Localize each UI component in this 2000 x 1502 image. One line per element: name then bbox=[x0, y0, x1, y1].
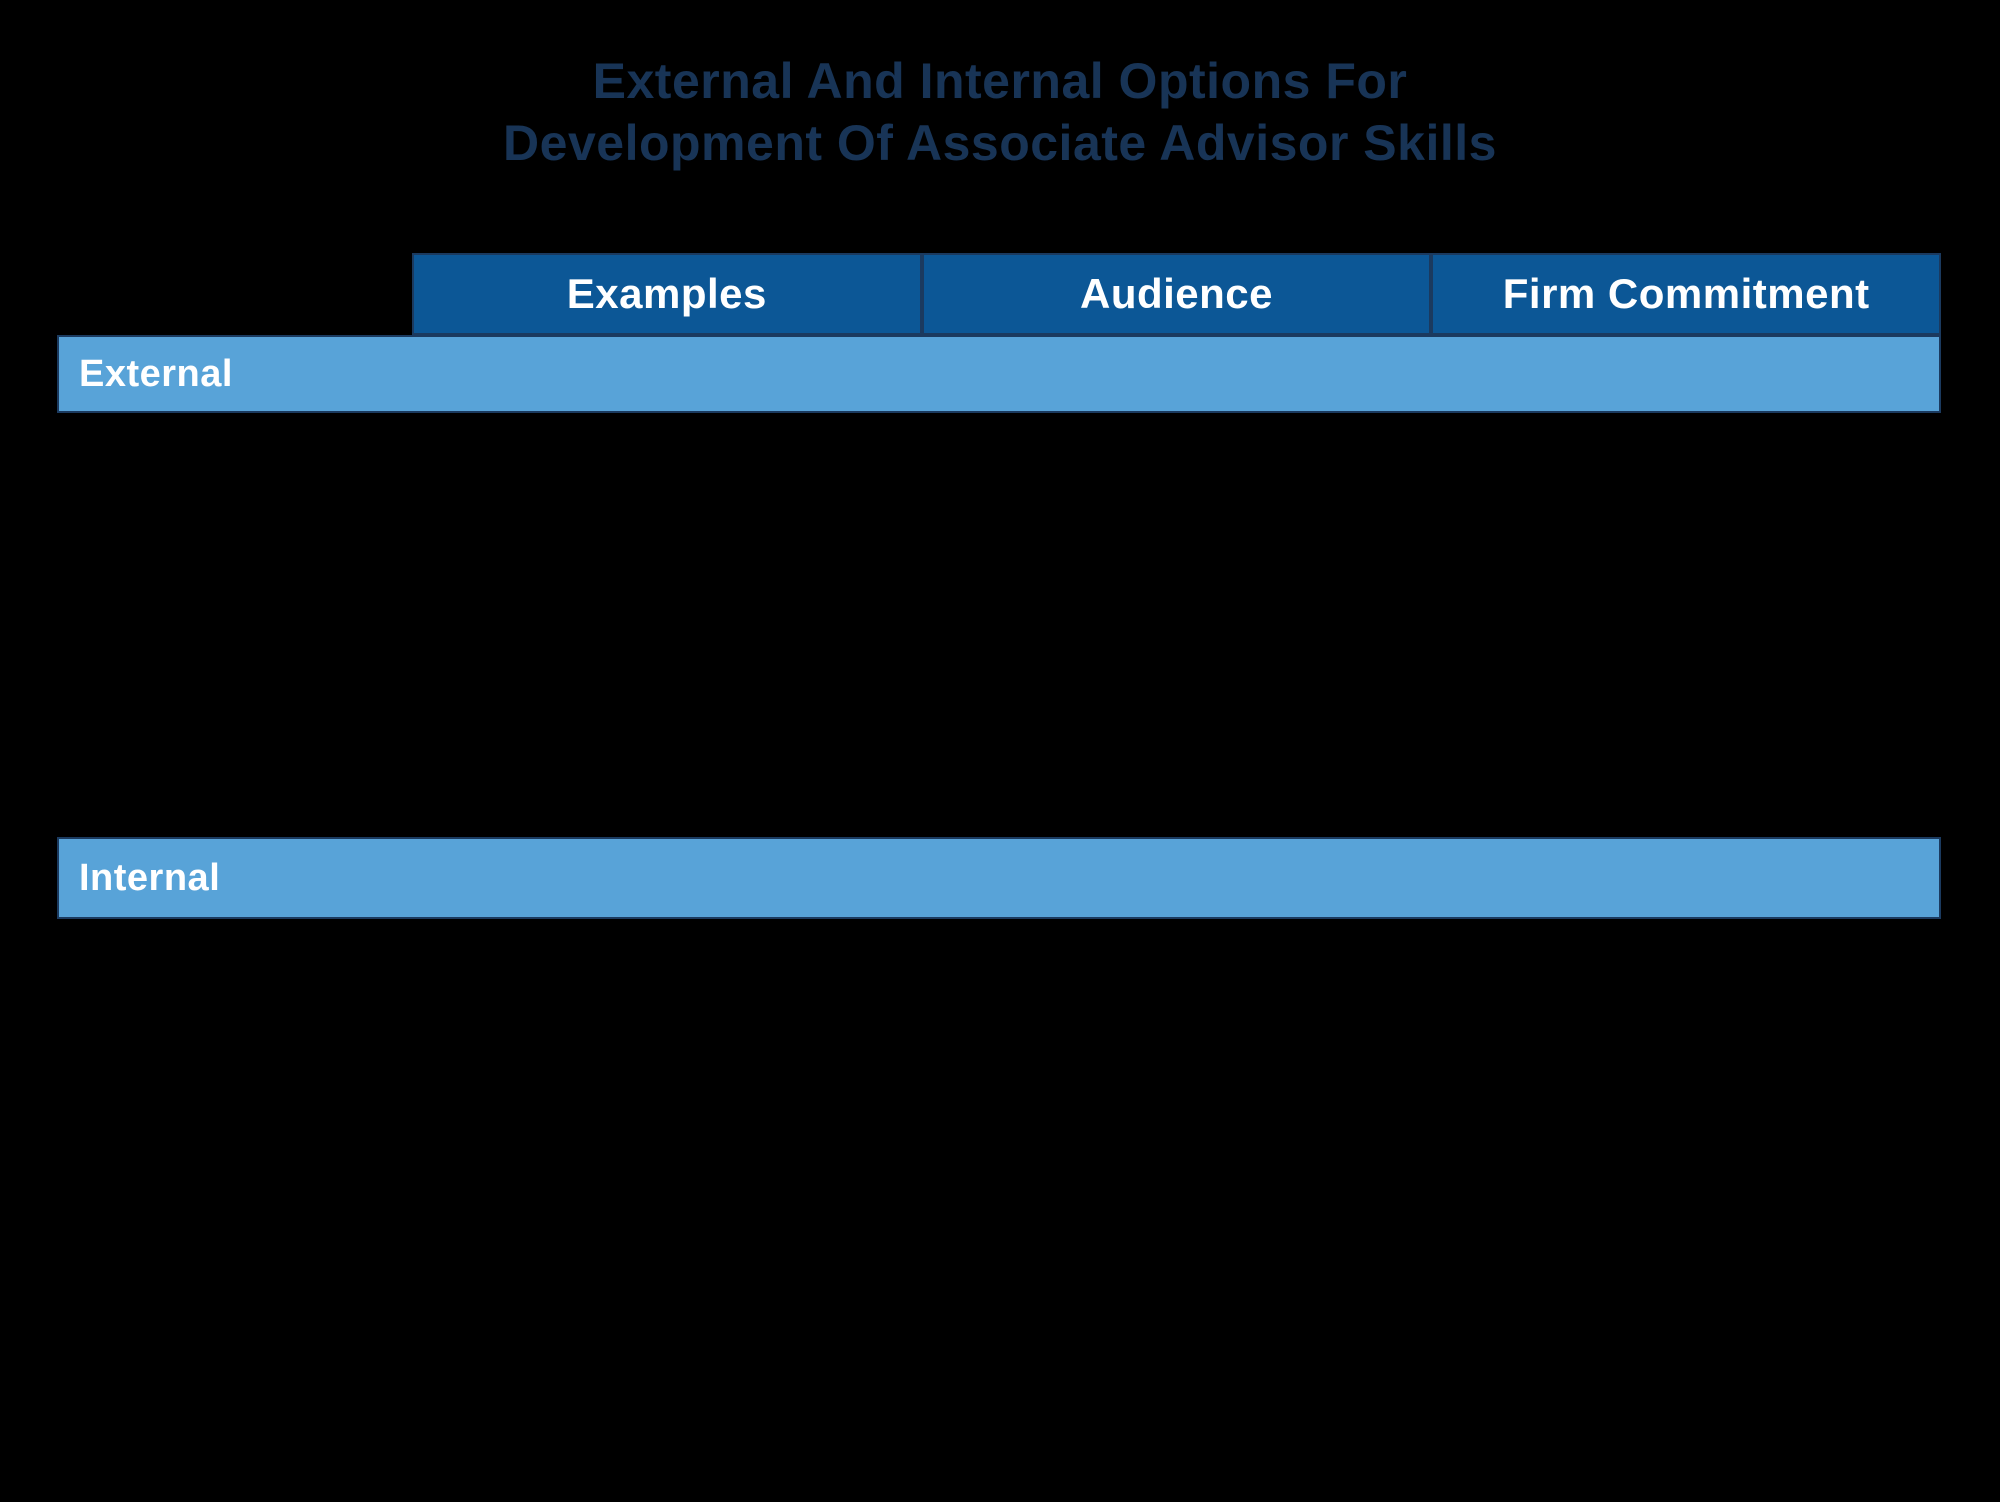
section-label-internal: Internal bbox=[79, 856, 221, 899]
page-title: External And Internal Options For Develo… bbox=[0, 50, 2000, 174]
page-title-line-2: Development Of Associate Advisor Skills bbox=[503, 115, 1497, 171]
column-header-audience: Audience bbox=[923, 255, 1430, 333]
column-header-firm-commitment: Firm Commitment bbox=[1433, 255, 1940, 333]
page-title-line-1: External And Internal Options For bbox=[592, 53, 1408, 109]
section-band-external: External bbox=[57, 335, 1941, 413]
table-header-row: Examples Audience Firm Commitment bbox=[412, 253, 1941, 335]
section-band-internal: Internal bbox=[57, 837, 1941, 919]
section-label-external: External bbox=[79, 352, 233, 395]
column-header-examples: Examples bbox=[414, 255, 920, 333]
